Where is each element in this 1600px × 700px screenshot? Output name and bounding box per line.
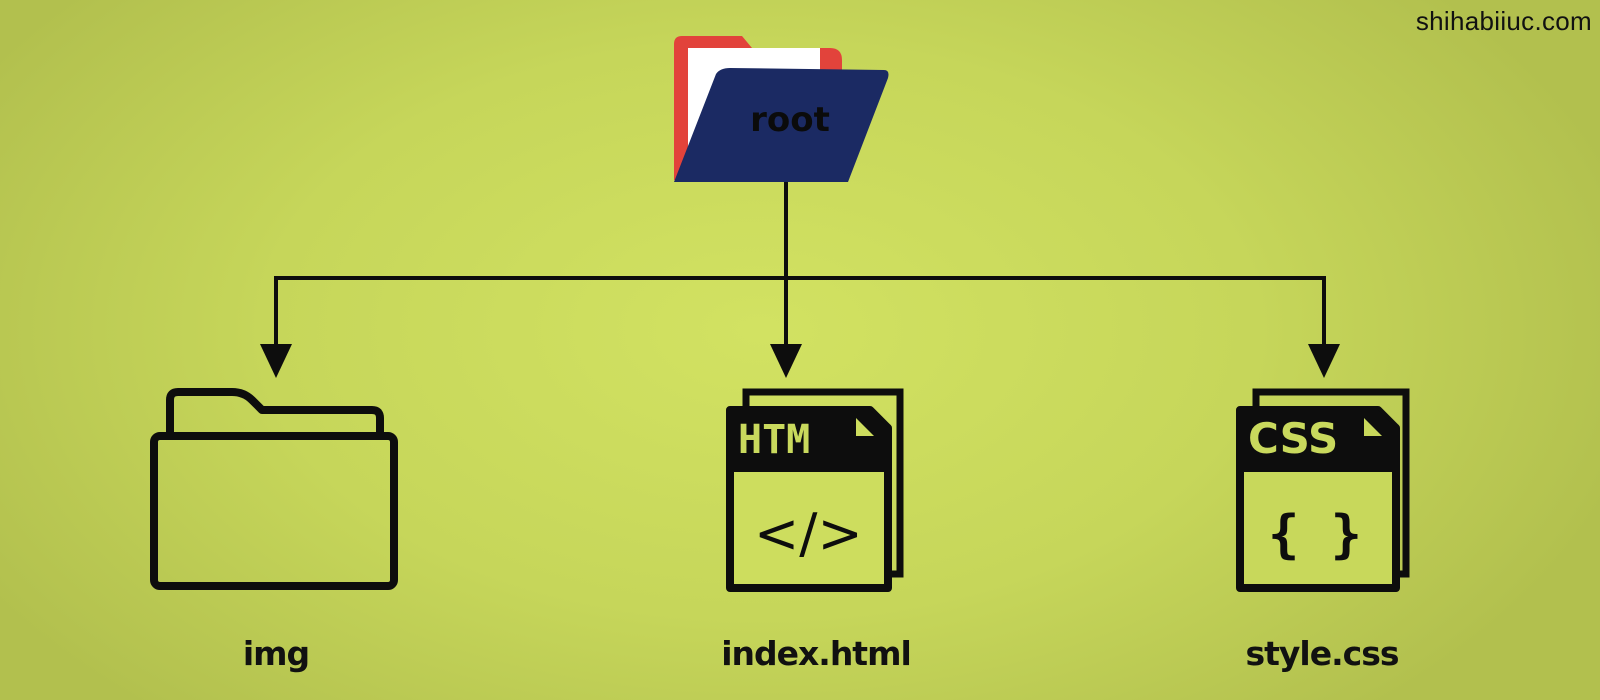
arrowheads: [260, 344, 1340, 378]
folder-outline-icon: [150, 388, 398, 590]
node-label-img: img: [242, 634, 310, 673]
html-badge: HTM: [738, 417, 810, 463]
code-glyph: </>: [754, 502, 863, 565]
arrow-style: [1308, 344, 1340, 378]
arrow-index: [770, 344, 802, 378]
node-label-style-css: style.css: [1245, 634, 1399, 673]
brace-glyph: { }: [1268, 505, 1362, 565]
arrow-img: [260, 344, 292, 378]
open-folder-icon: [674, 36, 889, 182]
connector-lines: [274, 182, 1326, 360]
css-badge: CSS: [1248, 414, 1338, 463]
root-folder-label: root: [750, 100, 830, 140]
watermark: shihabiiuc.com: [1415, 6, 1592, 36]
html-file-icon: HTM </>: [726, 388, 904, 592]
css-file-icon: CSS { }: [1236, 388, 1410, 592]
node-label-index-html: index.html: [721, 634, 912, 673]
